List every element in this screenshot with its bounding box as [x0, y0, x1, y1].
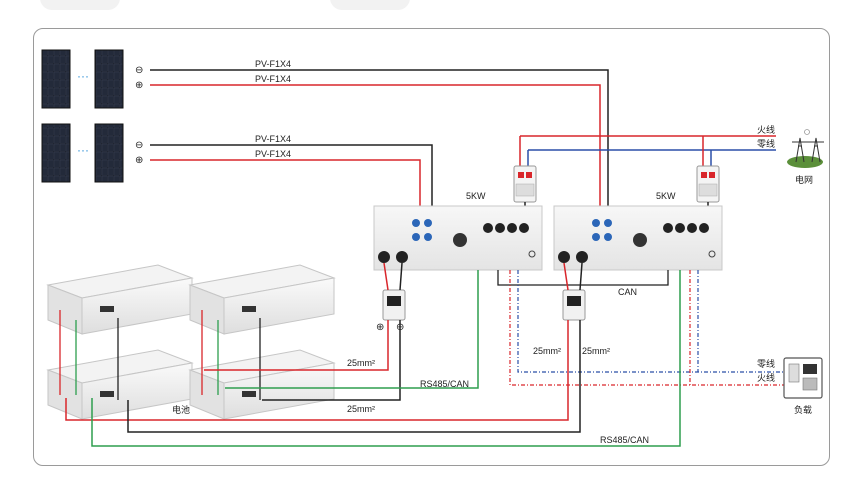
battery-positive-cable-2 [65, 320, 569, 421]
inverter-icon [553, 205, 723, 271]
rs485-cable-2 [91, 270, 681, 447]
pv-cable-negative-1 [150, 69, 609, 222]
battery-label: 电池 [172, 404, 190, 416]
plus-sign-2: ⊕ [135, 155, 143, 166]
battery-positive-cable-1 [204, 320, 389, 371]
battery-negative-cable-1 [262, 320, 401, 401]
top-decoration [330, 0, 410, 10]
cable-25mm-3: 25mm² [533, 346, 561, 356]
cable-label-mid1: PV-F1X4 [255, 134, 291, 144]
rs485-label-2: RS485/CAN [600, 435, 649, 445]
cable-label-mid2: PV-F1X4 [255, 149, 291, 159]
solar-panel-icon [41, 123, 71, 183]
neutral-wire-label-top: 零线 [757, 138, 775, 150]
solar-panel-icon [41, 49, 71, 109]
pv-cable-positive-1 [150, 84, 601, 222]
breaker-icon [562, 289, 586, 321]
panel-ellipsis: ··· [77, 69, 89, 83]
live-wire-label-top: 火线 [757, 124, 775, 136]
breaker-icon [513, 165, 537, 203]
plus-sign-1: ⊕ [135, 80, 143, 91]
inverter-icon [373, 205, 543, 271]
grid-label: 电网 [795, 174, 813, 186]
breaker-icon [382, 289, 406, 321]
dc-plus-1: ⊕ [376, 322, 384, 333]
neutral-wire-label-bottom: 零线 [757, 358, 775, 370]
can-label: CAN [618, 287, 637, 297]
battery-icon [188, 349, 336, 420]
load-neutral-line-1 [517, 270, 785, 373]
battery-icon [46, 349, 194, 420]
battery-icon [46, 264, 194, 335]
cable-25mm-2: 25mm² [347, 404, 375, 414]
load-icon [783, 357, 823, 399]
rs485-label-1: RS485/CAN [420, 379, 469, 389]
cable-25mm-1: 25mm² [347, 358, 375, 368]
minus-sign-2: ⊖ [135, 140, 143, 151]
panel-ellipsis: ··· [77, 143, 89, 157]
inverter1-power: 5KW [466, 191, 486, 201]
can-link [497, 270, 669, 286]
solar-panel-icon [94, 123, 124, 183]
pv-cable-negative-2 [150, 144, 433, 222]
load-label: 负载 [794, 404, 812, 416]
cable-label-top1: PV-F1X4 [255, 59, 291, 69]
load-live-line-1 [509, 270, 785, 386]
rs485-cable-1 [225, 270, 479, 389]
battery-negative-cable-2 [127, 320, 581, 433]
solar-panel-icon [94, 49, 124, 109]
live-wire-label-bottom: 火线 [757, 372, 775, 384]
battery-icon [188, 264, 336, 335]
top-decoration [40, 0, 120, 10]
minus-sign-1: ⊖ [135, 65, 143, 76]
cable-label-top2: PV-F1X4 [255, 74, 291, 84]
grid-tower-icon [787, 129, 824, 168]
inverter2-power: 5KW [656, 191, 676, 201]
cable-25mm-4: 25mm² [582, 346, 610, 356]
breaker-icon [696, 165, 720, 203]
pv-cable-positive-2 [150, 159, 421, 222]
